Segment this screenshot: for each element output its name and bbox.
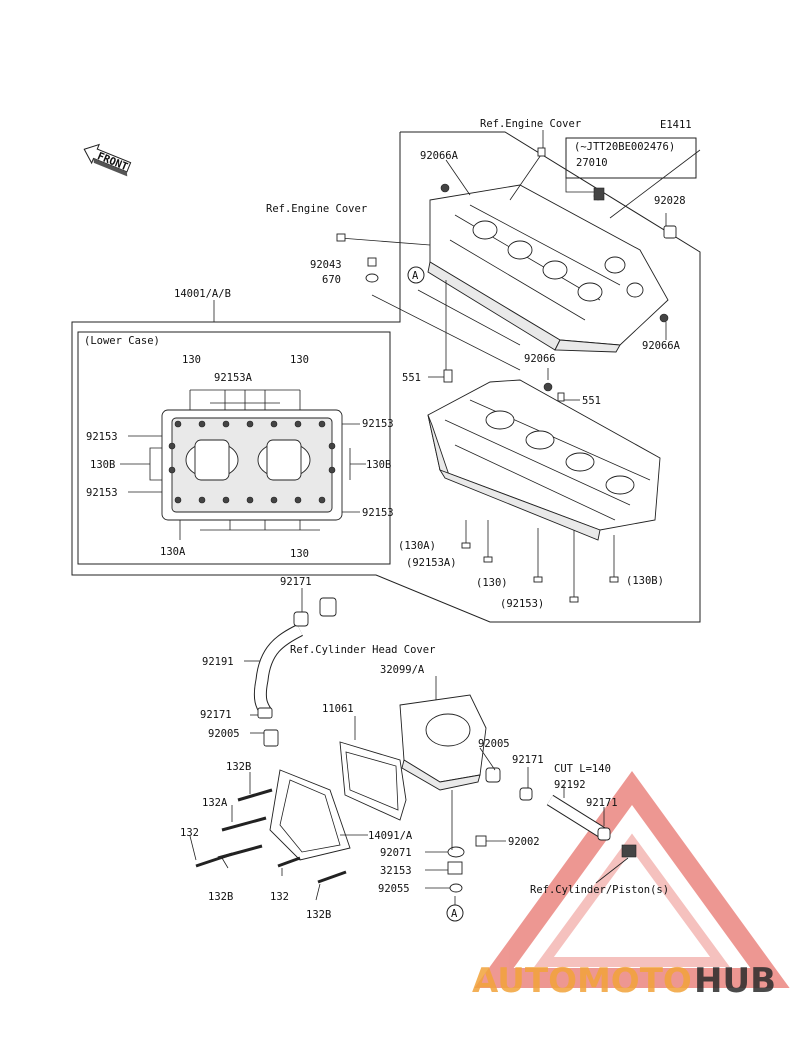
- label-92153-r2: 92153: [362, 507, 394, 519]
- label-92071: 92071: [380, 847, 412, 859]
- label-32153: 32153: [380, 865, 412, 877]
- label-92066A-right: 92066A: [642, 340, 681, 352]
- label-132B-bl: 132B: [208, 891, 233, 903]
- lower-case-label: (Lower Case): [84, 335, 160, 347]
- label-92153-l2: 92153: [86, 487, 118, 499]
- ref-engine-cover-top: Ref.Engine Cover: [480, 118, 581, 130]
- label-92066: 92066: [524, 353, 556, 365]
- label-92192: 92192: [554, 779, 586, 791]
- label-130-c: 130: [290, 548, 309, 560]
- oil-pan-assembly: [269, 676, 506, 905]
- label-92171-mid: 92171: [200, 709, 232, 721]
- label-132-bm: 132: [270, 891, 289, 903]
- watermark-text-part1: AUTOMOTO: [472, 961, 692, 1001]
- label-14001: 14001/A/B: [174, 288, 231, 300]
- label-92153A: 92153A: [214, 372, 253, 384]
- part-92028: [663, 225, 677, 239]
- label-92171-right: 92171: [512, 754, 544, 766]
- label-92055: 92055: [378, 883, 410, 895]
- label-92066A-top: 92066A: [420, 150, 459, 162]
- ref-engine-cover-left: Ref.Engine Cover: [266, 203, 367, 215]
- label-92005-right: 92005: [478, 738, 510, 750]
- label-92153-r1: 92153: [362, 418, 394, 430]
- label-130A: 130A: [160, 546, 186, 558]
- svg-text:A: A: [451, 908, 458, 920]
- label-670: 670: [322, 274, 341, 286]
- leader-lines-top: [213, 130, 701, 401]
- label-130B-r: 130B: [366, 459, 391, 471]
- marker-a-bottom: A: [446, 904, 464, 922]
- label-92171-top: 92171: [280, 576, 312, 588]
- label-132B-br: 132B: [306, 909, 331, 921]
- serial-note-box: [565, 137, 697, 179]
- tube-92192: [519, 767, 637, 884]
- oring-670: [365, 273, 379, 283]
- part-27010: [593, 187, 605, 201]
- cut-note: CUT L=140: [554, 763, 611, 775]
- label-132A: 132A: [202, 797, 228, 809]
- bottom-bolts: [189, 772, 347, 901]
- label-92191: 92191: [202, 656, 234, 668]
- label-132B-top: 132B: [226, 761, 251, 773]
- watermark-logo: AUTOMOTO HUB: [472, 961, 776, 1001]
- label-92005-left: 92005: [208, 728, 240, 740]
- label-32099: 32099/A: [380, 664, 425, 676]
- label-551-right: 551: [582, 395, 601, 407]
- ref-cylinder-head-cover: Ref.Cylinder Head Cover: [290, 644, 435, 656]
- breather-assembly: [244, 588, 337, 747]
- label-92153A-paren: (92153A): [406, 557, 457, 569]
- plug-92043: [367, 257, 377, 267]
- dowel-part-left: [336, 233, 346, 242]
- label-130B-paren: (130B): [626, 575, 664, 587]
- watermark-text-part2: HUB: [694, 961, 776, 1001]
- lower-bolts: [461, 520, 619, 603]
- diagram-code: E1411: [660, 119, 692, 131]
- lower-case-inset: [120, 389, 366, 540]
- label-14091: 14091/A: [368, 830, 413, 842]
- lower-case-box: [77, 331, 391, 565]
- serial-note: (~JTT20BE002476): [574, 141, 675, 153]
- label-11061: 11061: [322, 703, 354, 715]
- front-arrow: FRONT: [83, 143, 132, 177]
- label-551-left: 551: [402, 372, 421, 384]
- label-130-a: 130: [182, 354, 201, 366]
- label-92028: 92028: [654, 195, 686, 207]
- label-130A-paren: (130A): [398, 540, 436, 552]
- label-92002: 92002: [508, 836, 540, 848]
- label-92153-l1: 92153: [86, 431, 118, 443]
- label-130-b: 130: [290, 354, 309, 366]
- lower-crankcase: [427, 369, 661, 541]
- watermark-triangle: [474, 770, 790, 988]
- label-130-paren: (130): [476, 577, 508, 589]
- label-130B-l: 130B: [90, 459, 115, 471]
- label-92153-paren: (92153): [500, 598, 544, 610]
- svg-text:A: A: [412, 270, 419, 282]
- marker-a-top: A: [407, 266, 425, 284]
- label-27010: 27010: [576, 157, 608, 169]
- upper-crankcase: [427, 183, 676, 353]
- label-132-left: 132: [180, 827, 199, 839]
- ref-cylinder-piston: Ref.Cylinder/Piston(s): [530, 884, 669, 896]
- label-92171-far: 92171: [586, 797, 618, 809]
- label-92043: 92043: [310, 259, 342, 271]
- dowel-part: [537, 147, 546, 157]
